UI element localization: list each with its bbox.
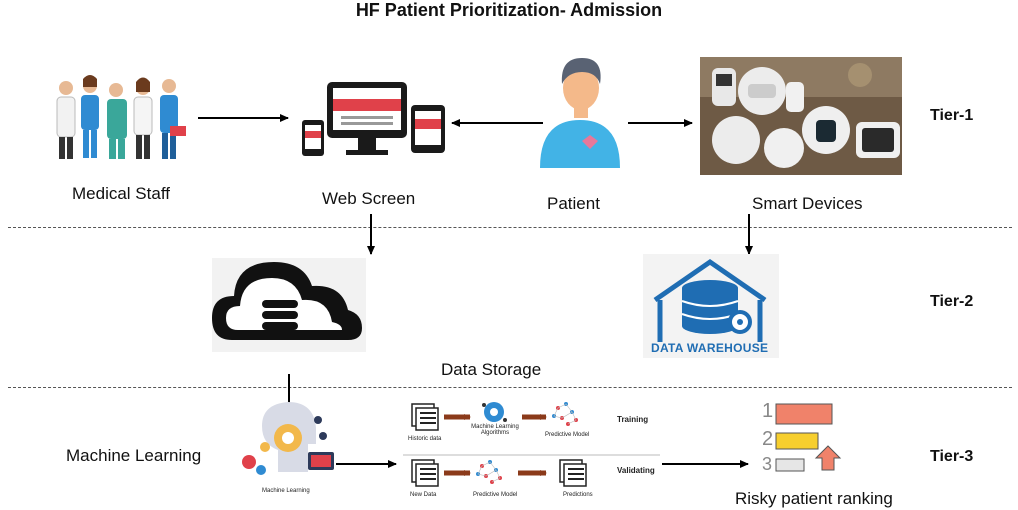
tier-divider-1	[8, 227, 1012, 228]
historic-data-label: Historic data	[408, 436, 442, 442]
data-warehouse-icon	[643, 254, 779, 358]
data-warehouse-label: DATA WAREHOUSE	[651, 341, 769, 355]
web-screen-icon	[302, 82, 445, 156]
medical-staff-icon	[56, 75, 186, 159]
patient-label: Patient	[547, 194, 600, 213]
smart-devices-label: Smart Devices	[752, 194, 863, 213]
training-label: Training	[617, 415, 649, 424]
ml-algorithms-label: Machine Learning Algorithms	[471, 424, 519, 436]
rank-1-number: 1	[762, 400, 774, 422]
machine-learning-label: Machine Learning	[66, 446, 202, 465]
predictive-model-validating-label: Predictive Model	[473, 492, 518, 498]
risky-ranking-label: Risky patient ranking	[735, 489, 893, 508]
historic-data-icon	[411, 403, 439, 431]
ranking-icon	[775, 403, 842, 472]
machine-learning-small-label: Machine Learning	[262, 488, 310, 494]
rank-2-number: 2	[762, 428, 774, 450]
predictive-model-training-label: Predictive Model	[545, 432, 590, 438]
predictions-icon	[559, 459, 587, 487]
pipeline-diagram	[403, 402, 660, 487]
medical-staff-label: Medical Staff	[72, 184, 170, 203]
predictive-model-icon-training	[552, 402, 578, 426]
smart-devices-image	[700, 57, 902, 175]
new-data-icon	[411, 459, 439, 487]
data-storage-label: Data Storage	[441, 360, 542, 379]
tier-divider-2	[8, 387, 1012, 388]
patient-icon	[540, 58, 620, 168]
web-screen-label: Web Screen	[322, 189, 416, 208]
tier-3-label: Tier-3	[930, 448, 974, 465]
predictions-label: Predictions	[563, 492, 593, 498]
machine-learning-icon	[242, 402, 334, 475]
tier-2-label: Tier-2	[930, 293, 974, 310]
cloud-database-icon	[212, 258, 366, 352]
predictive-model-icon-validating	[476, 460, 502, 484]
validating-label: Validating	[617, 466, 655, 475]
new-data-label: New Data	[410, 492, 437, 498]
rank-3-number: 3	[762, 454, 773, 474]
ml-algorithms-icon	[482, 402, 507, 422]
tier-1-label: Tier-1	[930, 107, 974, 124]
page-title: HF Patient Prioritization- Admission	[355, 0, 663, 20]
